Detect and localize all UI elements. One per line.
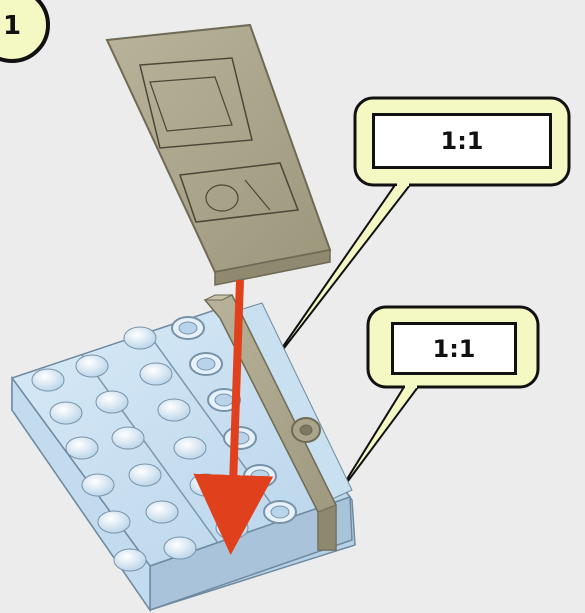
step-number-badge: 1 (0, 0, 48, 61)
callout-2-scale-label: 1:1 (391, 322, 517, 375)
tan-tile-part (107, 25, 330, 285)
callout-1-scale-label: 1:1 (372, 113, 552, 169)
step-number: 1 (3, 11, 21, 41)
